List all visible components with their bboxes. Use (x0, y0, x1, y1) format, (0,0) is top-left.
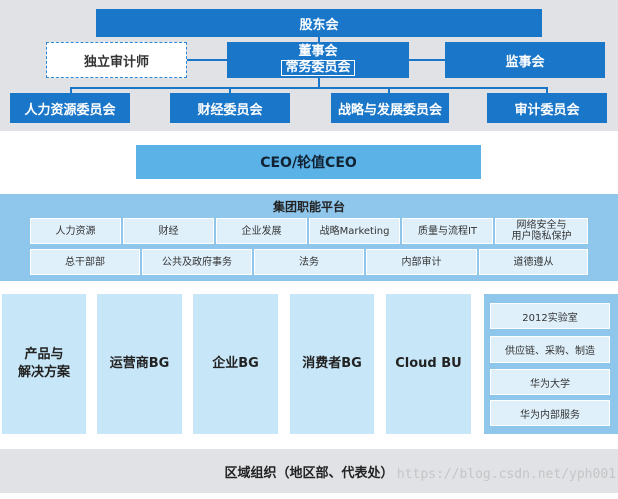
support-unit: 华为大学 (490, 369, 610, 395)
ceo-box: CEO/轮值CEO (136, 145, 481, 179)
committee-label: 审计委员会 (514, 102, 580, 118)
connector-line (318, 37, 320, 42)
platform-item: 战略Marketing (309, 218, 400, 244)
business-group-column: 消费者BG (290, 294, 374, 434)
region-panel: 区域组织（地区部、代表处） (0, 449, 618, 493)
supervisory-board-label: 监事会 (505, 54, 545, 70)
committee-label: 战略与发展委员会 (337, 102, 442, 118)
board-box: 董事会 常务委员会 (227, 42, 409, 78)
connector-line (70, 87, 72, 93)
shareholders-label: 股东会 (299, 17, 339, 33)
platform-item: 总干部部 (30, 249, 140, 275)
support-unit: 供应链、采购、制造 (490, 336, 610, 363)
platform-item: 公共及政府事务 (142, 249, 252, 275)
business-group-column: 产品与 解决方案 (2, 294, 86, 434)
ceo-label: CEO/轮值CEO (260, 155, 357, 171)
executive-committee-label: 常务委员会 (281, 60, 355, 76)
business-group-column: Cloud BU (386, 294, 471, 434)
platform-item: 法务 (254, 249, 364, 275)
business-group-column: 企业BG (193, 294, 278, 434)
connector-line (546, 87, 548, 93)
committee-box: 财经委员会 (170, 93, 290, 123)
connector-line (187, 59, 227, 61)
platform-title: 集团职能平台 (272, 200, 345, 214)
support-unit: 华为内部服务 (490, 400, 610, 426)
watermark-text: https://blog.csdn.net/yph001 (396, 467, 616, 482)
committee-box: 人力资源委员会 (10, 93, 130, 123)
business-group-column: 运营商BG (97, 294, 182, 434)
connector-line (388, 87, 390, 93)
platform-item: 道德遵从 (479, 249, 588, 275)
independent-auditor-label: 独立审计师 (83, 54, 149, 70)
committee-box: 审计委员会 (487, 93, 607, 123)
platform-item: 企业发展 (216, 218, 307, 244)
connector-line (229, 87, 231, 93)
committee-label: 财经委员会 (197, 102, 263, 118)
connector-line (70, 87, 548, 89)
platform-item: 人力资源 (30, 218, 121, 244)
platform-item: 内部审计 (366, 249, 477, 275)
independent-auditor-box: 独立审计师 (46, 42, 187, 78)
supervisory-board-box: 监事会 (445, 42, 605, 78)
board-label: 董事会 (298, 44, 338, 59)
region-label: 区域组织（地区部、代表处） (224, 465, 394, 481)
connector-line (409, 59, 445, 61)
platform-item: 质量与流程IT (402, 218, 493, 244)
platform-item: 财经 (123, 218, 214, 244)
committee-box: 战略与发展委员会 (331, 93, 449, 123)
platform-item: 网络安全与 用户隐私保护 (495, 218, 588, 244)
support-unit: 2012实验室 (490, 303, 610, 329)
committee-label: 人力资源委员会 (24, 102, 116, 118)
shareholders-box: 股东会 (96, 9, 542, 37)
connector-line (318, 78, 320, 88)
